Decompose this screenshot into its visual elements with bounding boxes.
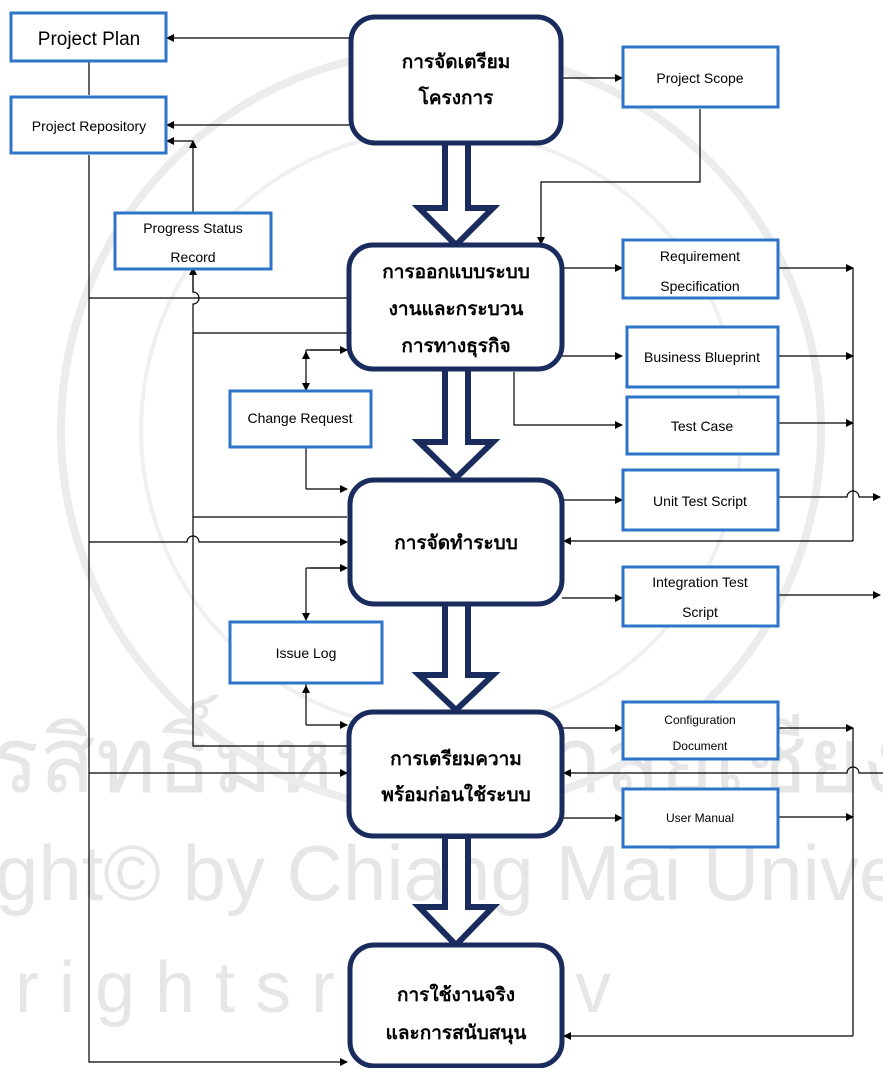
doc-configuration-document-label-1: Configuration bbox=[664, 713, 735, 727]
doc-business-blueprint-box bbox=[625, 325, 780, 389]
doc-user-manual-label: User Manual bbox=[666, 811, 734, 825]
phase-final-box bbox=[346, 709, 565, 839]
flow-arrow-realize-to-final bbox=[411, 600, 501, 715]
phase-design-label-2: งานและกระบวน bbox=[389, 299, 524, 320]
doc-progress-status-label-2: Record bbox=[170, 249, 215, 265]
flow-arrows bbox=[411, 139, 501, 950]
doc-project-repository-box bbox=[9, 95, 168, 155]
doc-configuration-document-box bbox=[621, 700, 780, 761]
doc-requirement-spec-label-1: Requirement bbox=[660, 248, 740, 264]
phase-final-label-2: พร้อมก่อนใช้ระบบ bbox=[381, 783, 530, 806]
doc-project-plan-label: Project Plan bbox=[38, 29, 140, 50]
flow-arrow-prep-to-design bbox=[411, 139, 501, 250]
doc-business-blueprint-label: Business Blueprint bbox=[644, 349, 760, 365]
doc-configuration-document-label-2: Document bbox=[673, 739, 728, 753]
flow-arrow-design-to-realize bbox=[411, 365, 501, 483]
doc-change-request-label: Change Request bbox=[247, 410, 352, 426]
doc-test-case-label: Test Case bbox=[671, 418, 733, 434]
doc-user-manual-box bbox=[621, 787, 780, 849]
flow-arrow-final-to-golive bbox=[411, 833, 501, 950]
doc-change-request-box bbox=[228, 389, 373, 449]
doc-project-scope-label: Project Scope bbox=[656, 70, 743, 86]
phase-final-label-1: การเตรียมความ bbox=[390, 748, 522, 770]
doc-requirement-spec-label-2: Specification bbox=[660, 278, 739, 294]
phase-realize-box bbox=[347, 477, 565, 607]
doc-test-case-box bbox=[625, 395, 780, 456]
phase-design-label-3: การทางธุรกิจ bbox=[401, 336, 510, 358]
phase-prep-label-1: การจัดเตรียม bbox=[402, 51, 511, 73]
doc-project-scope-box bbox=[621, 45, 780, 109]
doc-issue-log-label: Issue Log bbox=[276, 645, 337, 661]
phase-realize-label: การจัดทำระบบ bbox=[394, 533, 518, 554]
phase-boxes bbox=[346, 14, 565, 1069]
doc-progress-status-label-1: Progress Status bbox=[143, 220, 243, 236]
doc-project-repository-label: Project Repository bbox=[32, 118, 146, 134]
doc-integration-test-script-label-1: Integration Test bbox=[652, 574, 748, 590]
doc-issue-log-box bbox=[228, 620, 384, 685]
doc-unit-test-script-label: Unit Test Script bbox=[653, 493, 747, 509]
doc-integration-test-script-box bbox=[621, 565, 780, 628]
phase-golive-box bbox=[347, 942, 565, 1069]
doc-project-plan-box bbox=[9, 11, 168, 63]
phase-golive-label-2: และการสนับสนุน bbox=[386, 1023, 527, 1045]
doc-unit-test-script-box bbox=[621, 468, 780, 532]
doc-integration-test-script-label-2: Script bbox=[682, 604, 718, 620]
phase-prep-label-2: โครงการ bbox=[418, 86, 495, 109]
phase-design-label-1: การออกแบบระบบ bbox=[382, 262, 530, 283]
phase-design-box bbox=[346, 242, 565, 372]
phase-prep-box bbox=[348, 14, 564, 146]
doc-requirement-spec-box bbox=[621, 238, 780, 300]
phase-golive-label-1: การใช้งานจริง bbox=[397, 983, 515, 1006]
doc-progress-status-box bbox=[113, 211, 273, 271]
document-boxes bbox=[9, 11, 780, 849]
